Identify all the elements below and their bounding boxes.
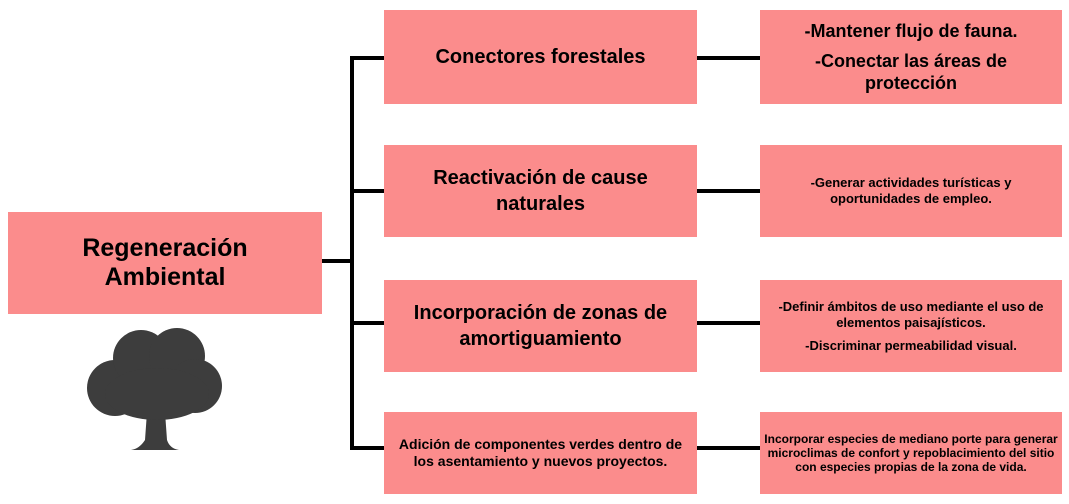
detail-text-2a: -Generar actividades turísticas y oportu… [810,175,1012,206]
branch-title-4: Adición de componentes verdes dentro de … [398,436,683,469]
root-node: Regeneración Ambiental [8,212,322,314]
detail-box-4: Incorporar especies de mediano porte par… [760,412,1062,494]
branch-box-4: Adición de componentes verdes dentro de … [384,412,697,494]
connector-branch-4 [350,446,384,450]
connector-detail-2 [697,189,760,193]
connector-root-to-trunk [322,259,352,263]
connector-detail-1 [697,56,760,60]
connector-trunk [350,56,354,450]
branch-box-1: Conectores forestales [384,10,697,104]
detail-text-3b: -Discriminar permeabilidad visual. [805,337,1017,353]
branch-title-1: Conectores forestales [435,46,646,68]
root-title-line1: Regeneración [82,234,248,262]
connector-detail-3 [697,321,760,325]
branch-box-2: Reactivación de cause naturales [384,145,697,237]
connector-branch-3 [350,321,384,325]
connector-branch-1 [350,56,384,60]
detail-box-3: -Definir ámbitos de uso mediante el uso … [760,280,1062,372]
root-title-line2: Ambiental [104,263,226,291]
detail-text-4a: Incorporar especies de mediano porte par… [764,432,1058,474]
detail-box-2: -Generar actividades turísticas y oportu… [760,145,1062,237]
detail-box-1: -Mantener flujo de fauna. -Conectar las … [760,10,1062,104]
tree-icon [87,328,222,450]
detail-text-1b: -Conectar las áreas de protección [814,51,1008,93]
branch-title-3: Incorporación de zonas de amortiguamient… [413,302,668,350]
branch-box-3: Incorporación de zonas de amortiguamient… [384,280,697,372]
connector-detail-4 [697,446,760,450]
connector-branch-2 [350,189,384,193]
detail-text-3a: -Definir ámbitos de uso mediante el uso … [778,298,1044,330]
branch-title-2: Reactivación de cause naturales [433,167,648,215]
detail-text-1a: -Mantener flujo de fauna. [804,21,1018,41]
